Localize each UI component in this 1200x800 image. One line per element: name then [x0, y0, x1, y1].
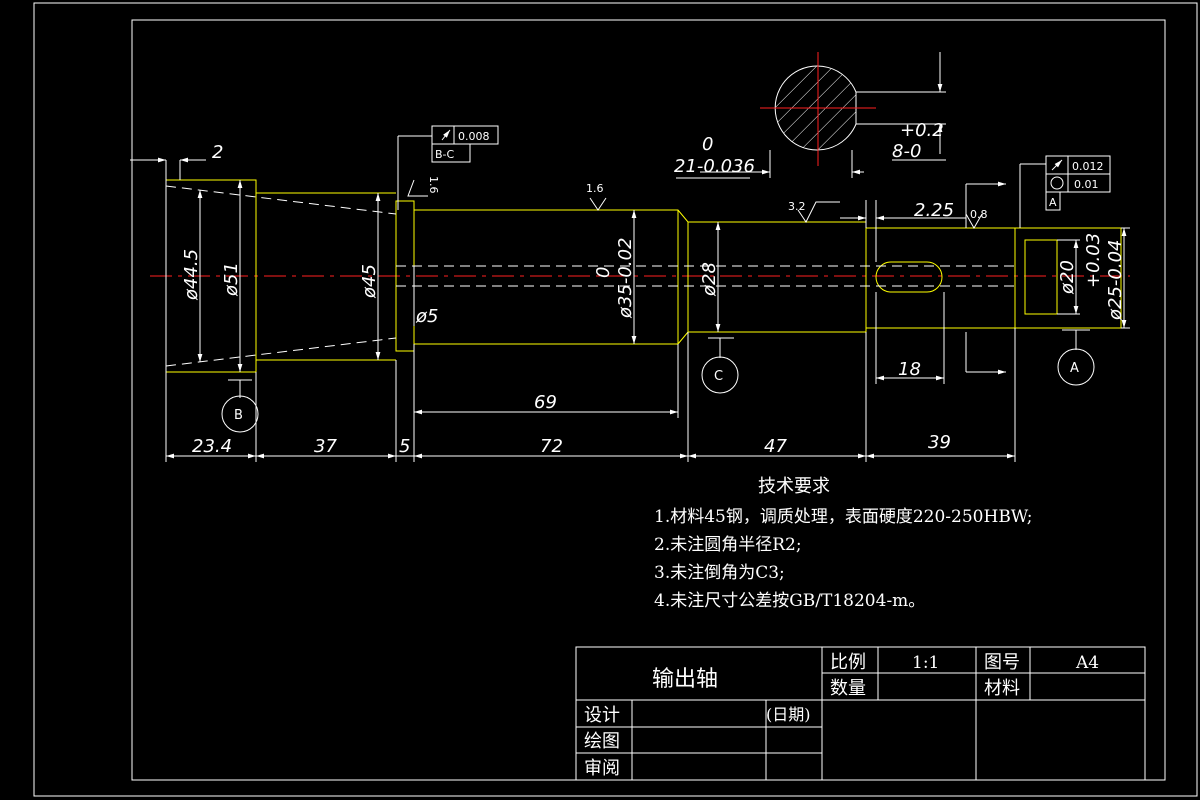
- shaft-outline: [165, 179, 1122, 373]
- drawing-no-value: A4: [1075, 653, 1099, 673]
- dim-section-depth: 8-0: [892, 141, 921, 162]
- dim-dia-35: ø35-0.02: [615, 238, 636, 320]
- scale-label: 比例: [830, 652, 866, 673]
- tech-req-title: 技术要求: [758, 476, 830, 497]
- gdt-right-datum: A: [1049, 196, 1057, 209]
- roughness-symbols: [407, 179, 983, 230]
- scale-value: 1:1: [912, 653, 939, 673]
- dim-dia-45: ø45: [359, 264, 380, 299]
- material-label: 材料: [984, 678, 1020, 699]
- date-label: (日期): [766, 705, 811, 724]
- dim-dia-25-upper: +0.03: [1083, 233, 1104, 288]
- gdt-frames: [397, 125, 1111, 228]
- roughness-left: 1.6: [427, 176, 440, 194]
- gdt-left-tolerance: 0.008: [458, 130, 490, 143]
- dimension-texts: 2 23.4 37 5 72 47 39 69 18 2.25 ø44.5 ø5…: [181, 120, 1126, 457]
- outer-frame: [33, 2, 1198, 797]
- roughness-0-8: 0.8: [970, 208, 988, 221]
- tech-req-item-4: 4.未注尺寸公差按GB/T18204-m。: [654, 591, 925, 611]
- dimension-lines: [130, 52, 1130, 462]
- dim-2-25: 2.25: [914, 200, 954, 221]
- dim-72: 72: [540, 436, 563, 457]
- dim-18: 18: [898, 359, 921, 380]
- gdt-right-tolerance-1: 0.012: [1072, 160, 1104, 173]
- roughness-3-2: 3.2: [788, 200, 806, 213]
- tech-req-item-2: 2.未注圆角半径R2;: [654, 535, 802, 555]
- part-name: 输出轴: [652, 667, 718, 692]
- gdt-right-tolerance-2: 0.01: [1074, 178, 1099, 191]
- drawing-no-label: 图号: [984, 652, 1020, 673]
- dim-2: 2: [212, 142, 223, 163]
- quantity-label: 数量: [830, 678, 866, 699]
- review-label: 审阅: [584, 758, 620, 779]
- dim-dia-51: ø51: [221, 262, 242, 297]
- hidden-lines: [165, 185, 1015, 367]
- dim-dia-44-5: ø44.5: [181, 249, 202, 301]
- draw-label: 绘图: [584, 731, 620, 752]
- dim-dia-25: ø25-0.04: [1105, 240, 1126, 322]
- datum-markers: [221, 329, 1095, 433]
- title-block-texts: 输出轴 比例 1:1 图号 A4 数量 材料 设计 (日期) 绘图 审阅: [584, 652, 1099, 779]
- dim-section-depth-upper: +0.2: [900, 120, 944, 141]
- technical-requirements: 技术要求 1.材料45钢，调质处理，表面硬度220-250HBW; 2.未注圆角…: [654, 476, 1033, 611]
- datum-b-label: B: [234, 408, 243, 423]
- datum-a-label: A: [1070, 361, 1079, 376]
- tech-req-item-1: 1.材料45钢，调质处理，表面硬度220-250HBW;: [654, 507, 1033, 527]
- dim-47: 47: [764, 436, 787, 457]
- dim-dia-28: ø28: [699, 262, 720, 297]
- dim-section-width: 21-0.036: [674, 156, 755, 177]
- dim-69: 69: [534, 392, 557, 413]
- dim-23-4: 23.4: [192, 436, 232, 457]
- dim-dia-20: ø20: [1057, 260, 1078, 295]
- tech-req-item-3: 3.未注倒角为C3;: [654, 563, 785, 583]
- design-label: 设计: [584, 705, 620, 726]
- title-block: [575, 646, 1146, 781]
- section-view: [760, 52, 876, 166]
- dim-5: 5: [399, 436, 410, 457]
- dim-dia-5: ø5: [415, 306, 438, 327]
- dim-section-width-upper: 0: [702, 134, 713, 155]
- datum-c-label: C: [714, 369, 723, 384]
- dim-dia-35-upper: 0: [593, 267, 614, 278]
- roughness-1-6: 1.6: [586, 182, 604, 195]
- gdt-left-datum: B-C: [435, 148, 455, 161]
- dim-39: 39: [928, 432, 951, 453]
- dim-37: 37: [314, 436, 337, 457]
